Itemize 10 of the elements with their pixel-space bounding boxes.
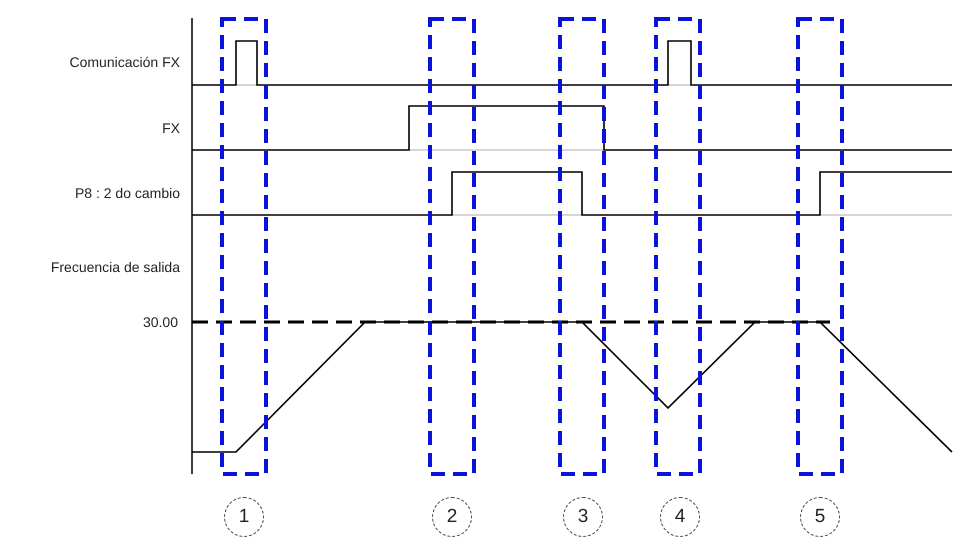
callout-number: 2: [432, 497, 472, 537]
level-value: 30.00: [142, 314, 178, 330]
signal-name: Comunicación FX: [70, 54, 180, 70]
callout-number: 1: [224, 497, 264, 537]
signal-name: Frecuencia de salida: [50, 259, 180, 275]
callout-number: 4: [660, 497, 700, 537]
callout-number: 5: [800, 497, 840, 537]
callout-number: 3: [563, 497, 603, 537]
signal-name: P8 : 2 do cambio: [74, 185, 180, 201]
signal-name: FX: [162, 120, 180, 136]
